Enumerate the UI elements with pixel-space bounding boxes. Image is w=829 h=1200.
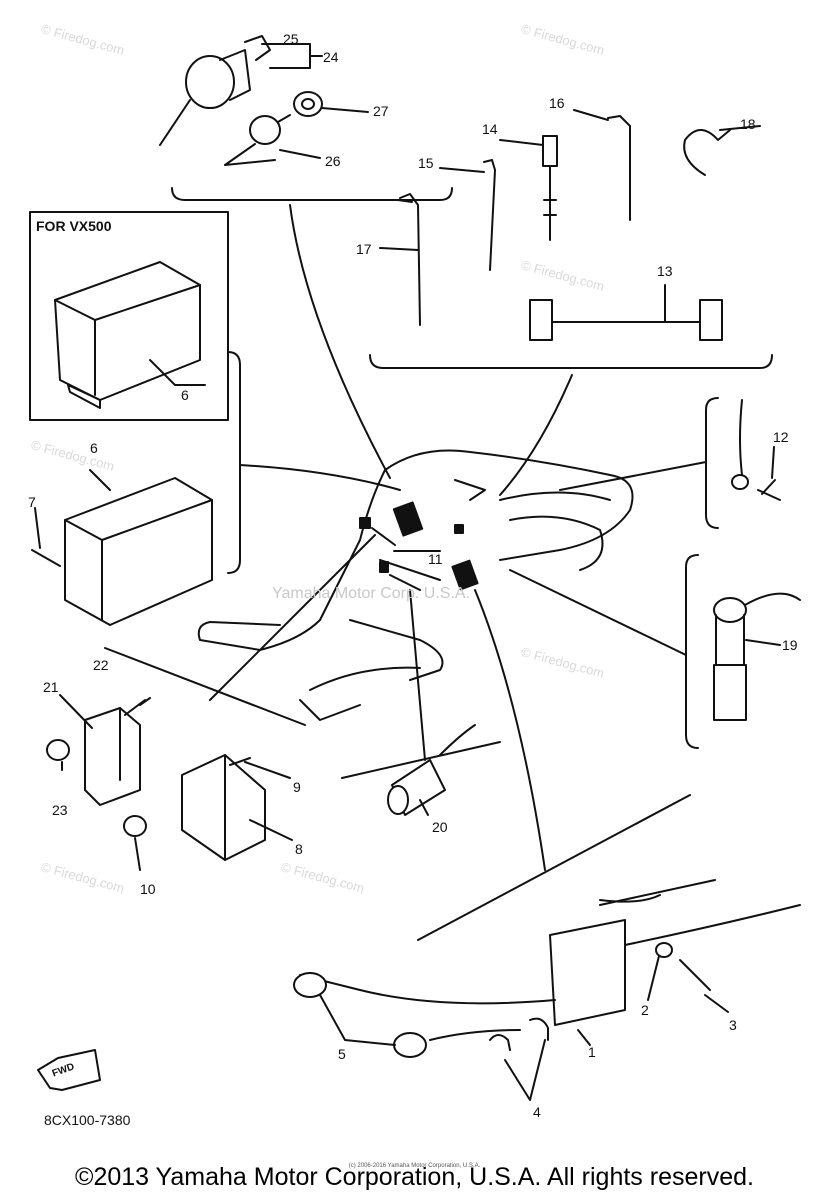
wire-harness [197, 449, 634, 721]
part-code: 8CX100-7380 [44, 1112, 131, 1128]
bracket-right-19 [685, 554, 699, 749]
harness-13 [529, 284, 723, 341]
callout-10: 10 [140, 881, 156, 897]
callout-21: 21 [43, 679, 59, 695]
callout-19: 19 [782, 637, 798, 653]
callout-16: 16 [549, 95, 565, 111]
variant-box [29, 211, 229, 421]
leader-1 [474, 589, 546, 871]
ecu-6-main [64, 469, 213, 626]
callout-22: 22 [93, 657, 109, 673]
leader-12 [559, 461, 707, 491]
band-15 [439, 159, 496, 271]
center-watermark: Yamaha Motor Corp. U.S.A. [272, 585, 470, 602]
callout-2: 2 [641, 1002, 649, 1018]
callout-20: 20 [432, 819, 448, 835]
callout-14: 14 [482, 121, 498, 137]
leader-20 [409, 589, 426, 761]
callout-1: 1 [588, 1044, 596, 1060]
clamps-4 [489, 1017, 549, 1101]
leader-24 [261, 43, 323, 69]
callout-26: 26 [325, 153, 341, 169]
nut-23 [46, 739, 70, 771]
grommet-27 [293, 91, 369, 117]
rectifier-21 [59, 694, 141, 806]
bracket-ecu [227, 351, 241, 574]
bracket-top-left [171, 187, 453, 201]
callout-3: 3 [729, 1017, 737, 1033]
fuse-holder-19 [713, 592, 801, 721]
capacitor-20 [387, 724, 476, 816]
callout-23: 23 [52, 802, 68, 818]
ground-wire-12 [731, 399, 781, 501]
leader-19 [509, 569, 687, 656]
callout-17: 17 [356, 241, 372, 257]
callout-27: 27 [373, 103, 389, 119]
leader-ecu [239, 464, 401, 491]
leader-21 [209, 534, 376, 701]
leader-top-group [289, 204, 391, 479]
fwd-arrow [37, 1049, 101, 1091]
bolt-9 [229, 757, 291, 779]
callout-11: 11 [428, 551, 443, 567]
callout-12: 12 [773, 429, 789, 445]
clip-18 [683, 129, 731, 176]
regulator-8 [181, 754, 293, 861]
clamp-14 [499, 135, 558, 241]
sensor-26 [224, 114, 321, 166]
ecu-6-variant [54, 261, 206, 409]
bolt-7 [31, 507, 61, 567]
callout-4: 4 [533, 1104, 541, 1120]
callout-8: 8 [295, 841, 303, 857]
callout-6: 6 [90, 440, 98, 456]
footer-small-print: (c) 2006-2016 Yamaha Motor Corporation, … [348, 1163, 481, 1169]
leader-right-group [499, 374, 573, 496]
bracket-20 [341, 741, 501, 779]
callout-15: 15 [418, 155, 434, 171]
callout-7: 7 [28, 494, 36, 510]
callout-5: 5 [338, 1046, 346, 1062]
callout-6-variant: 6 [181, 387, 189, 403]
callout-25: 25 [283, 31, 299, 47]
bolt-3 [679, 959, 729, 1013]
copyright-footer: ©2013 Yamaha Motor Corporation, U.S.A. A… [75, 1163, 754, 1191]
plug-lead-5 [319, 994, 396, 1046]
bracket-top-right [369, 354, 773, 369]
band-17 [397, 193, 421, 326]
bracket-right-12 [705, 397, 719, 529]
washer-2 [647, 951, 661, 1001]
ignition-coil-1 [293, 879, 801, 1058]
callout-9: 9 [293, 779, 301, 795]
variant-label: FOR VX500 [36, 218, 112, 234]
callout-24: 24 [323, 49, 339, 65]
callout-18: 18 [740, 116, 756, 132]
nut-10 [123, 815, 147, 871]
bolt-22 [124, 697, 151, 716]
callout-13: 13 [657, 263, 673, 279]
bracket-bottom [417, 794, 691, 941]
band-16 [573, 109, 631, 221]
bracket-left-mid [104, 647, 306, 726]
